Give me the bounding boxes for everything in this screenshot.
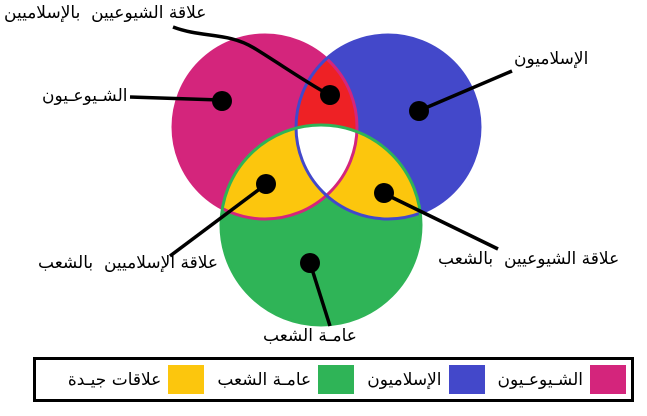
label-overlap-left: علاقة الإسلاميين بالشعب — [38, 253, 219, 273]
leader-right-line — [422, 69, 513, 111]
legend-swatch — [168, 365, 205, 394]
marker-dot-islamists — [409, 101, 429, 121]
legend-swatch — [590, 365, 626, 394]
leader-left-line — [129, 95, 221, 102]
overlap-left-region — [221, 125, 357, 219]
legend-label: عامـة الشعب — [217, 369, 312, 390]
legend-label: الإسلاميون — [367, 369, 442, 390]
legend-label: الشـيوعـيون — [497, 369, 583, 390]
label-islamists: الإسلاميون — [514, 49, 589, 69]
label-communists: الشـيوعـيون — [42, 86, 128, 106]
marker-dot-communists — [212, 91, 232, 111]
legend-item: علاقات جيـدة — [67, 365, 205, 394]
legend-label: علاقات جيـدة — [67, 369, 162, 390]
public-circle-outline — [219, 123, 423, 327]
marker-dot-overlap-right — [374, 183, 394, 203]
overlap-right-region — [296, 125, 421, 219]
leader-bottom-right-line — [384, 192, 499, 251]
legend-item: عامـة الشعب — [217, 365, 355, 394]
marker-dot-public — [300, 253, 320, 273]
legend-item: الشـيوعـيون — [498, 365, 626, 394]
legend-swatch — [318, 365, 355, 394]
communists-circle-outline — [171, 33, 359, 221]
marker-dot-overlap-left — [256, 174, 276, 194]
label-overlap-right: علاقة الشيوعيين بالشعب — [438, 249, 620, 269]
legend-item: الإسلاميون — [367, 365, 485, 394]
marker-dot-overlap-top — [320, 85, 340, 105]
label-public: عامـة الشعب — [263, 326, 357, 346]
legend: الشـيوعـيون الإسلاميون عامـة الشعب علاقا… — [33, 357, 634, 402]
leader-bottom-line — [309, 265, 332, 327]
leader-bottom-left-line — [168, 183, 267, 258]
legend-swatch — [448, 365, 485, 394]
leader-top-curve — [172, 25, 329, 96]
label-overlap-top: علاقة الشيوعيين بالإسلاميين — [4, 3, 207, 23]
